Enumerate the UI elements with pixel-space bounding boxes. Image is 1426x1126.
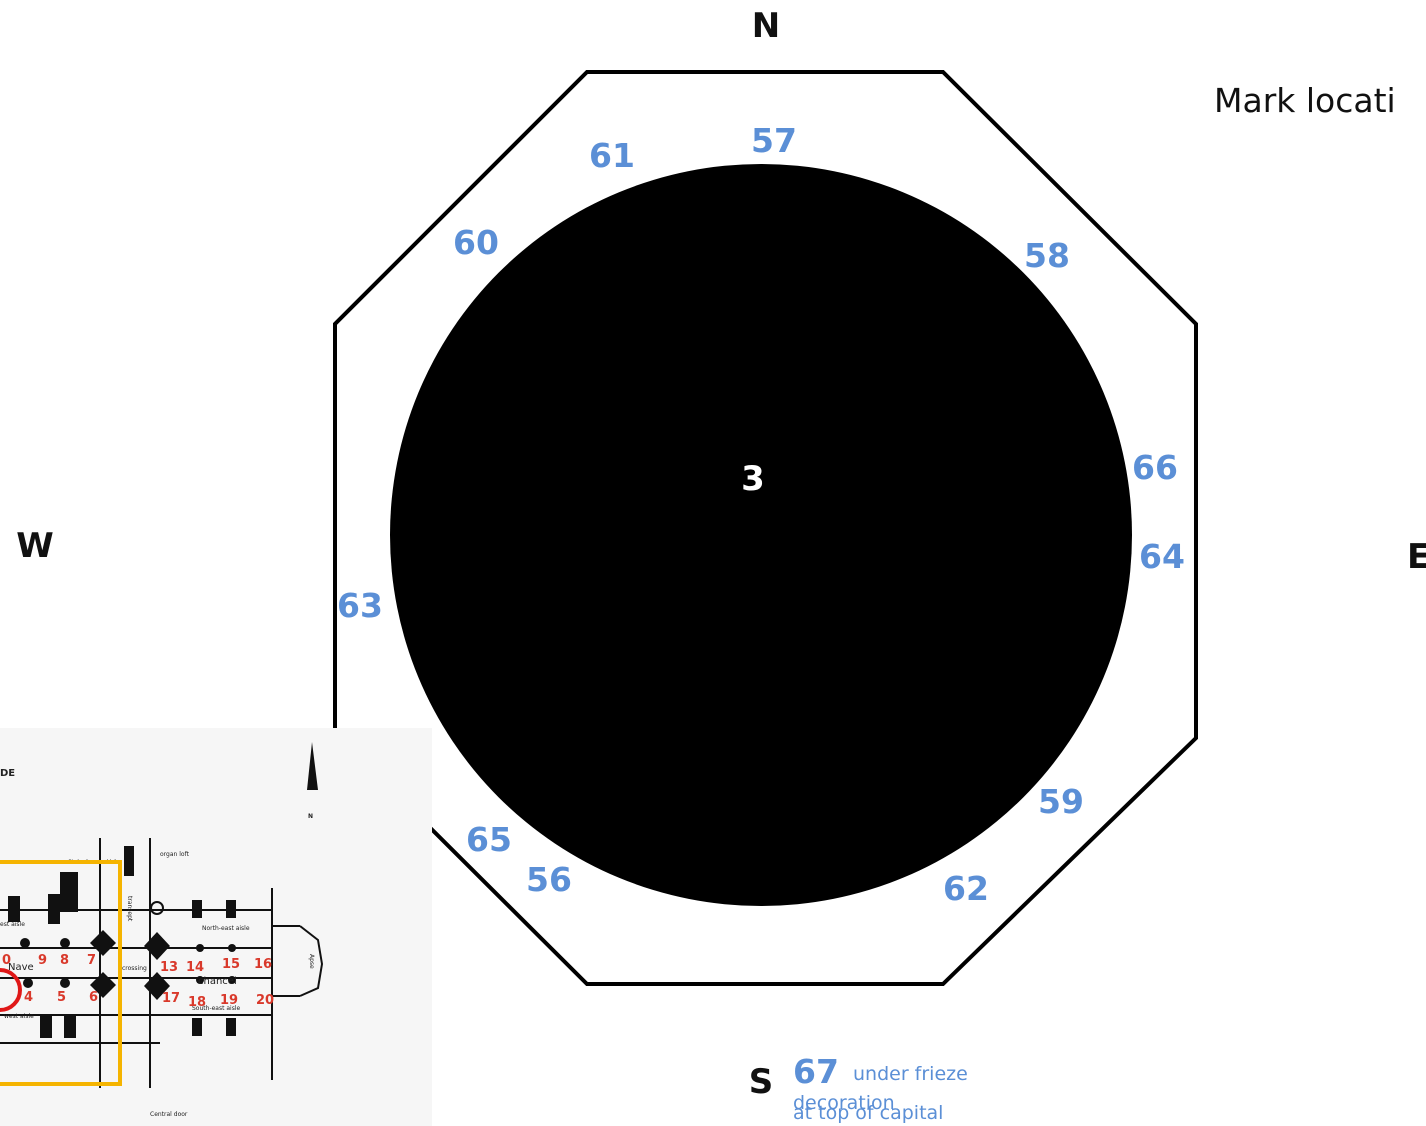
mark-66: 66: [1132, 448, 1178, 487]
mark-57: 57: [751, 121, 797, 160]
plan-crossing-marker: [150, 901, 164, 915]
plan-west-aisle-n-label: est aisle: [0, 921, 25, 928]
plan-number: 9: [38, 953, 47, 968]
compass-north: N: [752, 6, 780, 46]
compass-east: E: [1407, 537, 1426, 577]
plan-number: 13: [160, 960, 178, 975]
plan-north-arrow: [307, 742, 318, 790]
mark-59: 59: [1038, 782, 1084, 821]
mark-67-note-line1: under frieze: [853, 1063, 968, 1085]
plan-crossing-label: crossing: [122, 965, 147, 972]
mark-64: 64: [1139, 537, 1185, 576]
mark-60: 60: [453, 223, 499, 262]
pillar-circle: [390, 164, 1132, 906]
plan-west-aisle-s-label: west aisle: [4, 1013, 34, 1020]
plan-number: 14: [186, 960, 204, 975]
plan-north-east-aisle-label: North-east aisle: [202, 925, 250, 932]
plan-pillar-3-circle: [0, 968, 22, 1012]
plan-number: 5: [57, 990, 66, 1005]
plan-number: 15: [222, 957, 240, 972]
mark-67-note-line2: decoration: [793, 1092, 895, 1114]
plan-transept-label: transept: [126, 896, 133, 922]
plan-number: 7: [87, 953, 96, 968]
plan-organ-loft-label: organ loft: [160, 851, 190, 858]
plan-piers: [8, 846, 236, 1038]
compass-south: S: [749, 1062, 774, 1102]
plan-background: [0, 728, 432, 1126]
mark-62: 62: [943, 869, 989, 908]
mark-67-note-line3-text: at top of capital: [793, 1102, 944, 1124]
plan-number: 0: [2, 953, 11, 968]
church-floor-plan: DE N: [0, 728, 432, 1126]
plan-number: 19: [220, 993, 238, 1008]
mark-63: 63: [337, 586, 383, 625]
plan-title-fragment: DE: [0, 768, 15, 779]
compass-west: W: [16, 526, 54, 566]
mark-61: 61: [589, 136, 635, 175]
plan-number: 6: [89, 990, 98, 1005]
plan-south-east-aisle-label: South-east aisle: [192, 1005, 240, 1012]
mark-65: 65: [466, 820, 512, 859]
mark-58: 58: [1024, 236, 1070, 275]
plan-number: 20: [256, 993, 274, 1008]
plan-central-door-label: Central door: [150, 1111, 188, 1118]
plan-number: 18: [188, 995, 206, 1010]
plan-chancel-label: chancel: [198, 976, 237, 987]
plan-nave-label: Nave: [8, 962, 34, 973]
instruction-text: Mark locati: [1214, 81, 1396, 120]
plan-highlight-box: [0, 860, 122, 1086]
plan-number: 16: [254, 957, 272, 972]
plan-number: 8: [60, 953, 69, 968]
pillar-number: 3: [741, 459, 765, 499]
plan-number: 17: [162, 991, 180, 1006]
plan-apse-label: Apse: [308, 954, 315, 969]
mark-67: 67: [793, 1052, 839, 1091]
plan-north-label: N: [308, 813, 313, 820]
mark-56: 56: [526, 860, 572, 899]
plan-number: 4: [24, 990, 33, 1005]
